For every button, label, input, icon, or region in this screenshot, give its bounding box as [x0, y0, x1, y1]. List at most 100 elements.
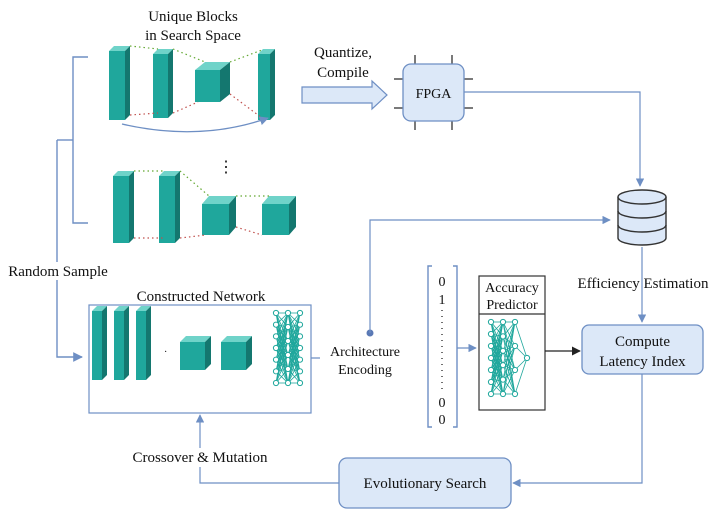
- nn-edge: [287, 359, 301, 384]
- conv-slab-3: [258, 49, 275, 120]
- encoding-bit-bottom: 0: [439, 413, 446, 428]
- nn-edge: [275, 324, 289, 356]
- nn-node: [296, 344, 304, 352]
- nn-node: [284, 365, 292, 373]
- fpga-to-database-arrow: [464, 91, 645, 187]
- nn-edge: [275, 354, 289, 384]
- conv-slab-1: [109, 46, 130, 120]
- nn-node: [487, 354, 495, 362]
- constructed-network-layers: ·: [92, 306, 252, 380]
- cube-block-1: [195, 62, 230, 102]
- nn-edge: [502, 321, 516, 351]
- nn-edge: [490, 333, 504, 366]
- nn-node: [284, 323, 292, 331]
- dotted-connectors-1: [129, 45, 263, 119]
- nn-node: [296, 356, 304, 363]
- nn-edge: [502, 336, 516, 371]
- vertical-ellipsis: ⋮: [218, 159, 234, 176]
- encoding-bit-bottom-second: 0: [439, 396, 446, 411]
- nn-node: [296, 321, 304, 328]
- nn-node: [499, 390, 507, 398]
- nn-node: [272, 368, 280, 375]
- nn-edge: [490, 379, 504, 395]
- constructed-network-title: Constructed Network: [137, 289, 266, 305]
- nn-node: [296, 309, 304, 317]
- conv-slab-2: [153, 49, 173, 118]
- nn-edge: [287, 347, 301, 384]
- nn-node: [296, 368, 304, 375]
- nn-edge: [502, 321, 516, 371]
- crossover-mutation-label: Crossover & Mutation: [133, 450, 268, 466]
- unique-blocks-title: Unique Blocks: [148, 9, 238, 25]
- nn-edge: [502, 369, 516, 395]
- nn-edge: [275, 340, 289, 384]
- accuracy-predictor-subtitle: Predictor: [486, 298, 538, 313]
- nn-node: [487, 390, 495, 398]
- nn-node: [499, 376, 507, 383]
- quantize-label: Quantize,: [314, 45, 372, 61]
- nn-edge: [287, 340, 301, 372]
- efficiency-estimation-label: Efficiency Estimation: [578, 276, 709, 292]
- evolutionary-search-label: Evolutionary Search: [364, 476, 487, 492]
- nn-edge: [490, 321, 504, 359]
- random-sample-label-bg: [0, 262, 115, 280]
- quantize-arrow: [301, 79, 388, 111]
- fpga-label: FPGA: [416, 87, 453, 102]
- skip-connection-arrow: [121, 116, 269, 133]
- encoding-bit-top: 0: [439, 275, 446, 290]
- encoding-label: Encoding: [338, 363, 392, 378]
- crossover-label-bg: [115, 448, 285, 467]
- nn-edge: [502, 345, 516, 380]
- latency-to-search-arrow: [512, 374, 643, 488]
- nn-node: [499, 333, 507, 340]
- encoding-bit-second: 1: [439, 293, 446, 308]
- conv-slab-5: [159, 171, 180, 243]
- nn-node: [272, 356, 280, 363]
- nn-edge: [502, 321, 516, 395]
- cube-block-2: [202, 196, 236, 235]
- layer-gap-dot: ·: [164, 347, 167, 358]
- nn-node: [284, 379, 292, 387]
- fpga-chip-icon: FPGA: [394, 55, 473, 130]
- nn-node: [296, 379, 304, 387]
- nn-node: [511, 366, 519, 374]
- conv-slab-4: [113, 171, 134, 243]
- accuracy-predictor-title: Accuracy: [485, 281, 539, 296]
- nn-edge: [275, 312, 289, 349]
- compute-latency-subtitle: Latency Index: [599, 354, 686, 370]
- nn-node: [487, 366, 495, 374]
- nn-edge: [490, 350, 504, 395]
- nn-edge: [287, 312, 301, 356]
- nn-edge: [287, 312, 301, 342]
- nn-node: [272, 344, 280, 352]
- cube-block-3: [262, 196, 296, 235]
- random-sample-bracket: [56, 56, 88, 362]
- nn-node: [523, 354, 531, 362]
- nn-edge: [275, 312, 289, 337]
- nn-node: [296, 333, 304, 340]
- nn-edge: [490, 336, 504, 395]
- dotted-connectors-2: [134, 170, 269, 239]
- crossover-feedback-arrow: [195, 414, 339, 484]
- nn-edge: [490, 365, 504, 395]
- nn-node: [284, 309, 292, 317]
- nn-edge: [502, 321, 516, 337]
- nn-edge: [502, 321, 516, 347]
- search-space-row-2: [113, 170, 296, 243]
- nn-node: [487, 330, 495, 338]
- nn-edge: [502, 345, 516, 395]
- nn-node: [284, 351, 292, 359]
- nn-node: [499, 347, 507, 354]
- search-space-row-1: [109, 45, 275, 133]
- nn-edge: [490, 333, 504, 352]
- nn-node: [511, 390, 519, 398]
- encoding-to-database-arrow: [369, 215, 611, 333]
- nn-node: [487, 342, 495, 350]
- neural-network-icon: [487, 318, 531, 398]
- nn-node: [487, 318, 495, 326]
- compile-label: Compile: [317, 65, 369, 81]
- nn-edge: [275, 324, 289, 342]
- nn-node: [284, 337, 292, 345]
- nn-node: [272, 321, 280, 328]
